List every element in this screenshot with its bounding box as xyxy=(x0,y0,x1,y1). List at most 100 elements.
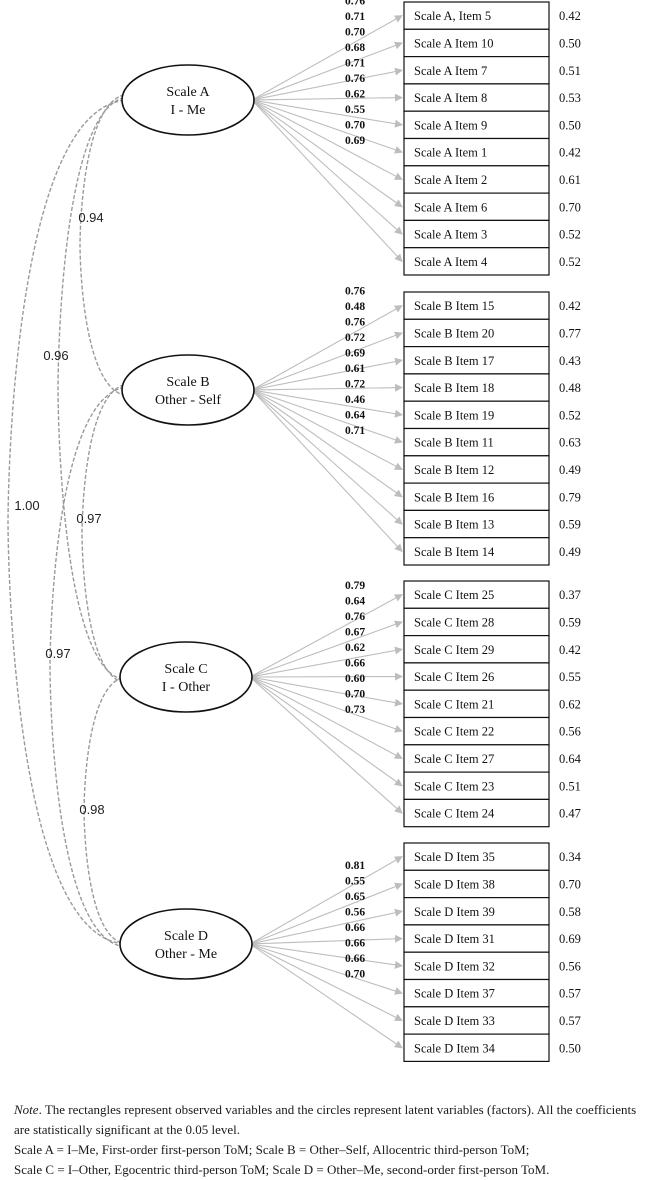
item-label: Scale C Item 24 xyxy=(414,807,495,821)
loading-arrow xyxy=(249,676,403,787)
item-label: Scale C Item 21 xyxy=(414,697,494,711)
factor-loading-value: 0.81 xyxy=(345,860,365,872)
correlation-arc-A-D xyxy=(7,96,137,948)
factor-subtitle: Other - Self xyxy=(155,393,221,408)
error-variance-value: 0.50 xyxy=(559,118,581,132)
loading-arrow xyxy=(249,882,403,945)
error-variance-value: 0.52 xyxy=(559,255,581,269)
correlation-arc-A-C xyxy=(57,93,137,684)
error-variance-value: 0.55 xyxy=(559,670,581,684)
error-variance-value: 0.34 xyxy=(559,850,582,864)
factor-ellipse-A xyxy=(121,64,255,136)
factor-name: Scale D xyxy=(164,929,208,944)
factor-loading-value: 0.61 xyxy=(345,363,365,375)
item-box xyxy=(403,1,550,30)
item-box xyxy=(403,924,550,953)
item-label: Scale B Item 12 xyxy=(414,463,494,477)
note-text: . The rectangles represent observed vari… xyxy=(14,1102,637,1137)
factor-loading-value: 0.79 xyxy=(345,580,365,592)
item-box xyxy=(403,662,550,691)
loading-arrow xyxy=(249,676,403,707)
loading-arrow xyxy=(249,620,403,678)
factor-loading-value: 0.64 xyxy=(345,596,365,608)
item-label: Scale A Item 2 xyxy=(414,173,487,187)
correlation-arc-B-D xyxy=(49,383,137,951)
error-variance-value: 0.53 xyxy=(559,91,581,105)
item-box xyxy=(403,798,550,828)
error-variance-value: 0.59 xyxy=(559,615,581,629)
error-variance-value: 0.56 xyxy=(559,725,581,739)
loading-arrow xyxy=(249,646,403,678)
correlation-value-A-B: 0.94 xyxy=(78,210,103,225)
loading-arrow xyxy=(251,389,403,444)
error-variance-value: 0.37 xyxy=(559,588,581,602)
item-box xyxy=(403,165,550,194)
item-box xyxy=(403,83,550,112)
item-label: Scale D Item 37 xyxy=(414,987,495,1001)
loading-arrow xyxy=(251,331,403,391)
loading-arrow xyxy=(251,389,403,470)
error-variance-value: 0.61 xyxy=(559,173,581,187)
item-label: Scale C Item 22 xyxy=(414,725,494,739)
item-box xyxy=(403,482,550,512)
item-label: Scale C Item 29 xyxy=(414,643,494,657)
factor-loading-value: 0.69 xyxy=(345,347,365,359)
error-variance-value: 0.79 xyxy=(559,490,581,504)
loading-arrow xyxy=(249,908,403,945)
item-label: Scale C Item 25 xyxy=(414,588,494,602)
item-label: Scale A Item 1 xyxy=(414,146,487,160)
item-label: Scale A Item 4 xyxy=(414,255,488,269)
item-label: Scale D Item 33 xyxy=(414,1014,495,1028)
loading-arrow xyxy=(251,67,403,101)
factor-name: Scale A xyxy=(166,85,210,100)
item-label: Scale C Item 27 xyxy=(414,752,494,766)
loading-arrows-layer xyxy=(249,15,403,1049)
loading-arrow xyxy=(249,943,403,995)
loading-arrow xyxy=(249,676,403,814)
item-label: Scale C Item 28 xyxy=(414,615,494,629)
item-label: Scale D Item 34 xyxy=(414,1041,496,1055)
loading-arrow xyxy=(251,305,403,391)
factor-loading-value: 0.72 xyxy=(345,332,365,344)
error-variance-value: 0.47 xyxy=(559,807,581,821)
item-label: Scale A Item 9 xyxy=(414,118,487,132)
factor-loading-value: 0.66 xyxy=(345,937,365,949)
factor-loading-value: 0.70 xyxy=(345,968,365,980)
loading-arrow xyxy=(249,943,403,1021)
loading-arrow xyxy=(249,934,403,945)
factor-loading-value: 0.46 xyxy=(345,394,365,406)
correlation-value-A-C: 0.96 xyxy=(43,348,68,363)
factor-loading-value: 0.67 xyxy=(345,627,365,639)
item-label: Scale A Item 7 xyxy=(414,64,487,78)
factor-loading-value: 0.66 xyxy=(345,658,365,670)
error-variance-value: 0.56 xyxy=(559,959,581,973)
factor-loading-value: 0.69 xyxy=(345,135,365,147)
note-label: Note xyxy=(14,1102,39,1117)
item-label: Scale B Item 11 xyxy=(414,436,494,450)
factor-name: Scale B xyxy=(166,375,209,390)
loading-arrow xyxy=(249,594,403,678)
loading-arrow xyxy=(251,389,403,525)
item-label: Scale D Item 39 xyxy=(414,905,495,919)
loading-arrow xyxy=(251,99,403,154)
factor-loading-value: 0.76 xyxy=(345,316,365,328)
loading-arrow xyxy=(251,99,403,235)
factor-loading-value: 0.60 xyxy=(345,673,365,685)
loading-arrow xyxy=(251,41,403,101)
correlation-value-B-C: 0.97 xyxy=(76,511,101,526)
factor-loading-value: 0.71 xyxy=(345,425,365,437)
item-box xyxy=(403,978,550,1008)
correlation-arc-C-D xyxy=(83,673,135,948)
error-variance-value: 0.70 xyxy=(559,877,581,891)
item-label: Scale B Item 13 xyxy=(414,518,494,532)
loading-arrow xyxy=(249,856,403,945)
factor-ellipse-C xyxy=(119,641,253,713)
loading-arrow xyxy=(251,93,403,102)
factor-ellipse-D xyxy=(119,908,253,980)
error-variance-value: 0.69 xyxy=(559,932,581,946)
correlation-arc-B-C xyxy=(81,380,137,687)
factor-ellipse-B xyxy=(121,354,255,426)
factor-loading-value: 0.64 xyxy=(345,409,365,421)
